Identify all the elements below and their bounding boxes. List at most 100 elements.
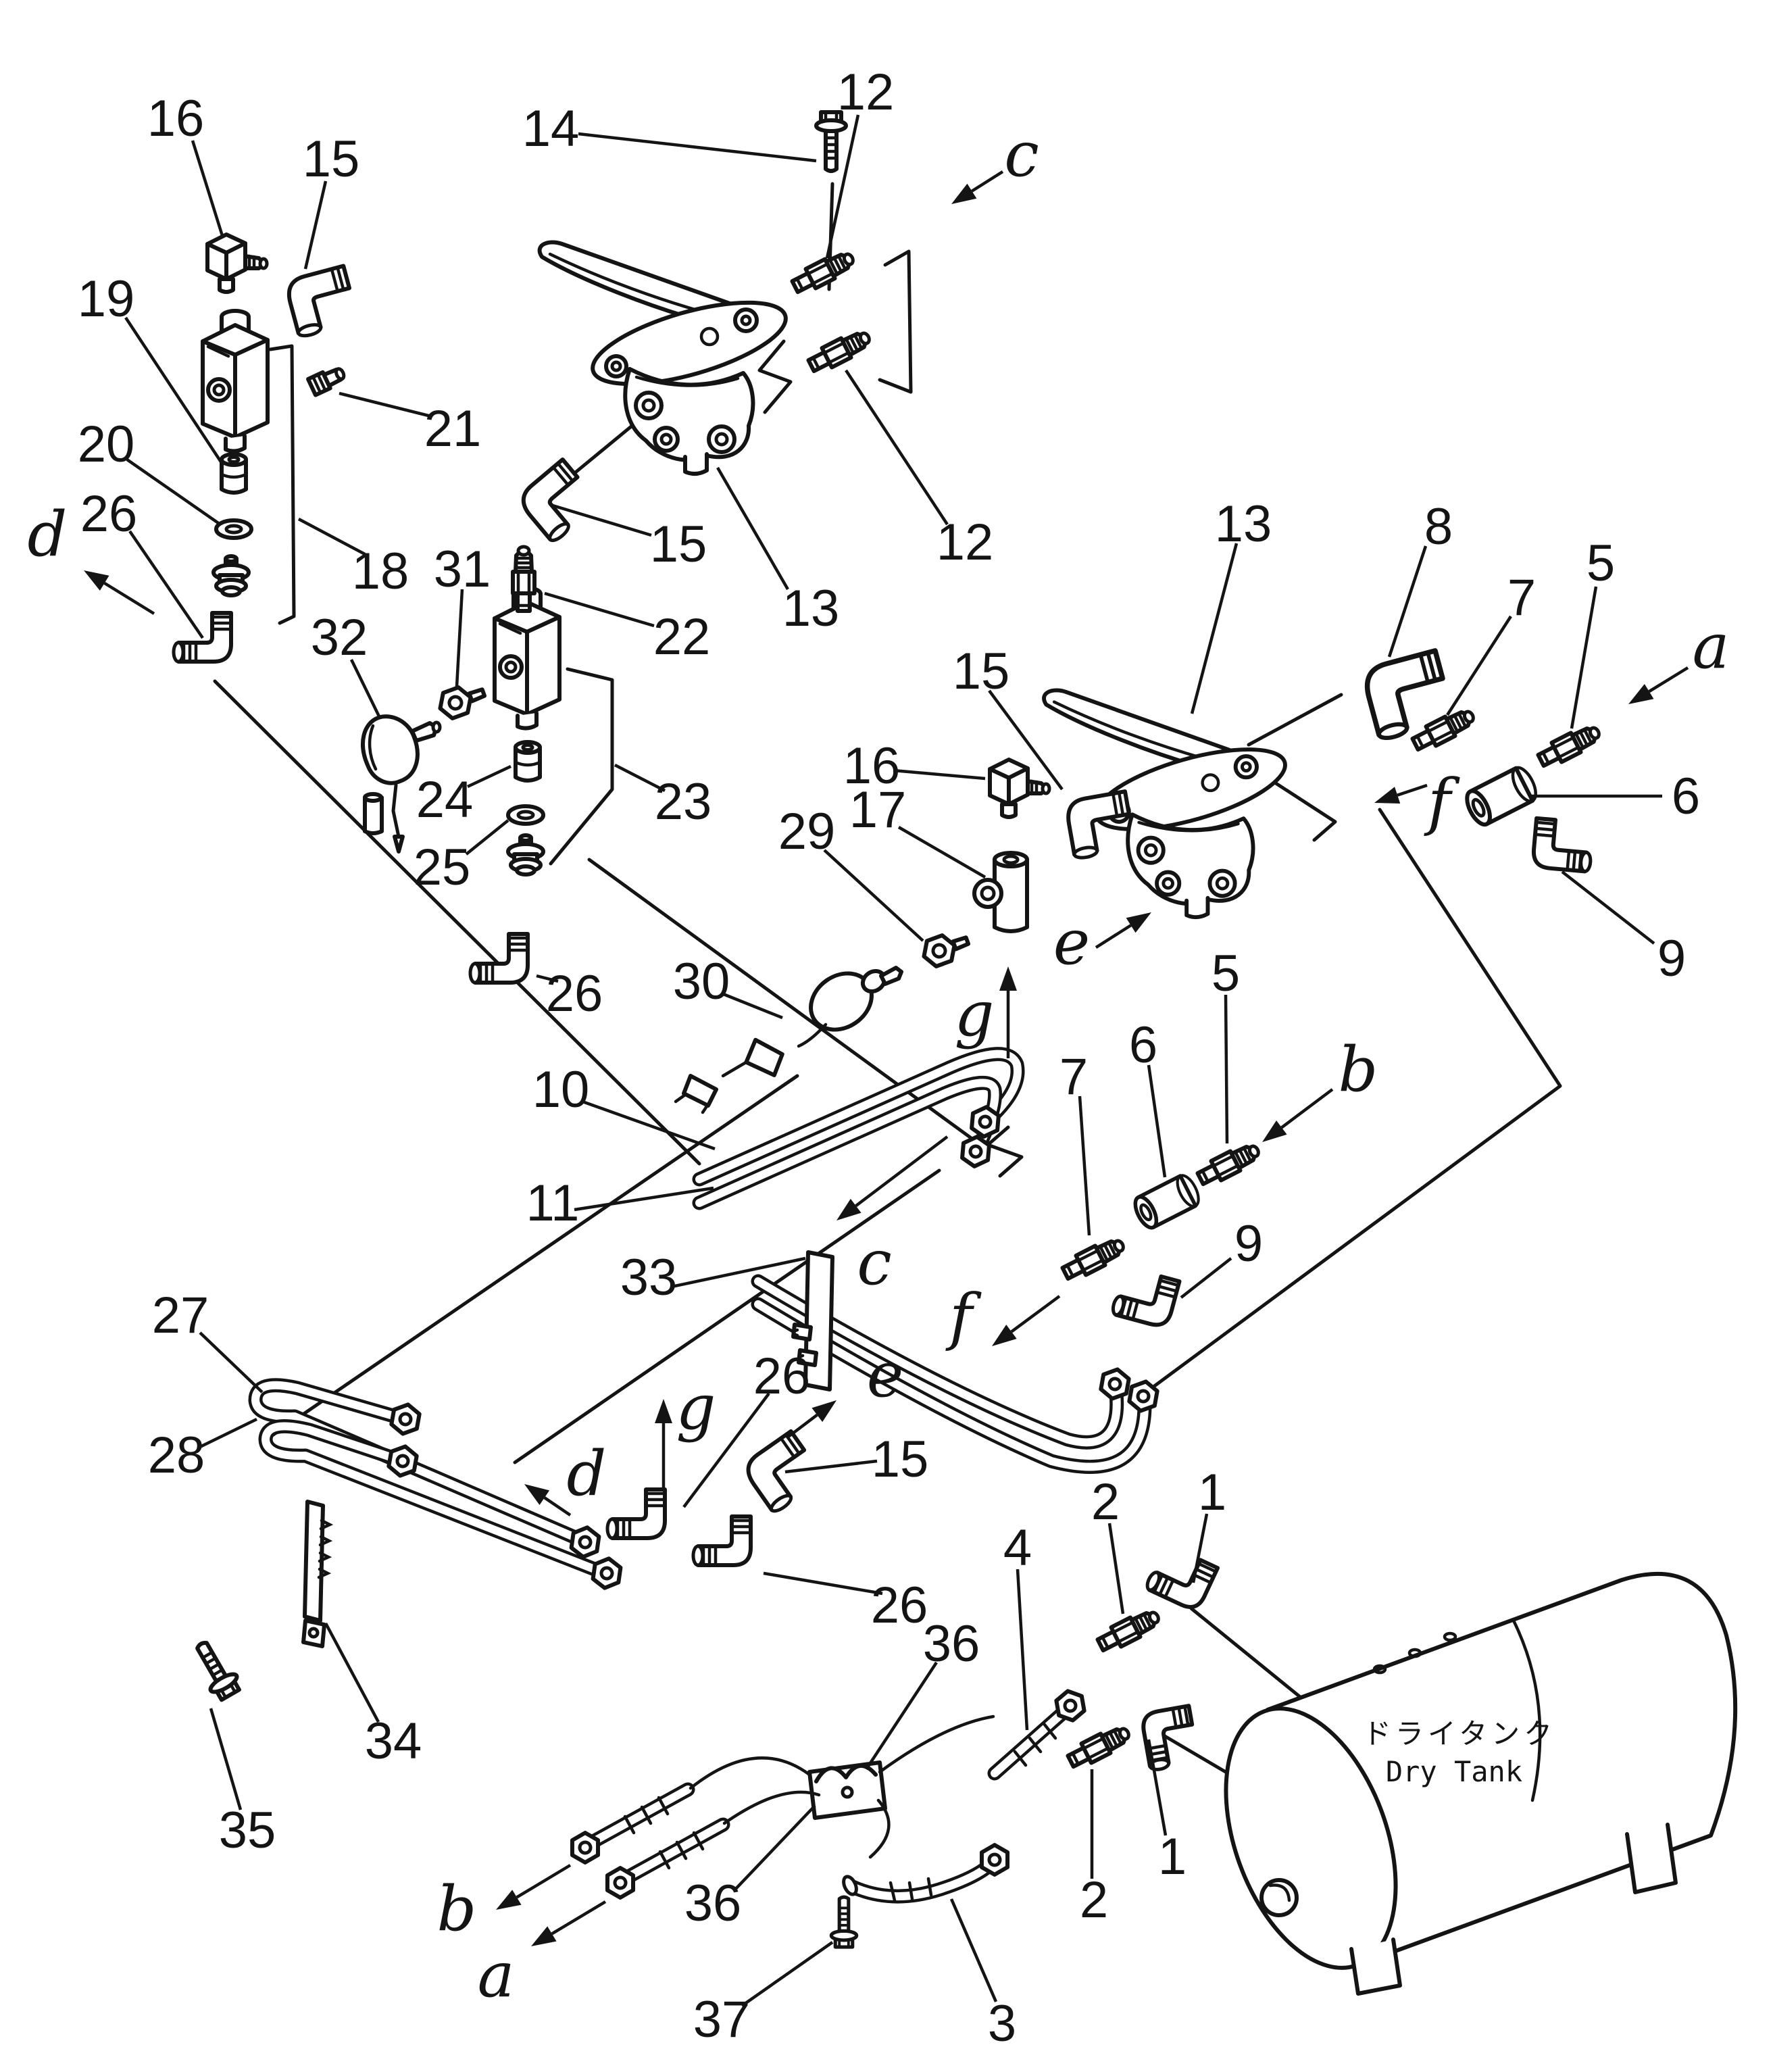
callout-20: 20	[78, 416, 135, 473]
flow-label-f-1: f	[1424, 766, 1460, 838]
flow-arrow-line-b-1	[1280, 1088, 1334, 1129]
leader-16-2	[893, 768, 986, 781]
elbow-9b	[1112, 1266, 1180, 1329]
callout-11: 11	[526, 1175, 580, 1232]
leader-36-2	[732, 1804, 816, 1892]
bracket-33	[791, 1250, 834, 1391]
elbow-9a	[1532, 818, 1594, 872]
elbow-1a	[1145, 1544, 1218, 1612]
fitting-16b	[990, 760, 1049, 817]
hose-3	[842, 1842, 1014, 1904]
elbow-26d	[693, 1516, 751, 1565]
leader-5-1	[1570, 586, 1598, 729]
leader-6-2	[1147, 1064, 1167, 1178]
fitting-7a	[1410, 706, 1477, 754]
flow-label-c-1: c	[1004, 118, 1039, 191]
washer-20	[216, 520, 251, 538]
callout-36-1: 36	[923, 1615, 980, 1673]
callout-26-2: 26	[546, 965, 603, 1022]
tee-fitting-17	[972, 851, 1029, 933]
callout-21: 21	[424, 400, 482, 458]
elbow-26c	[607, 1489, 665, 1538]
flow-arrow-line-a-1	[1648, 666, 1689, 693]
leader-33	[671, 1256, 806, 1289]
flow-label-d-2: d	[567, 1437, 607, 1510]
bolt-37	[831, 1897, 856, 1947]
valve-19	[203, 311, 268, 451]
callout-19: 19	[78, 270, 135, 328]
leader-26-1	[128, 530, 204, 639]
tank-leg-rear	[1625, 1823, 1678, 1894]
flow-label-f-2: f	[945, 1281, 982, 1353]
leader-15-2	[552, 503, 652, 537]
flow-arrowhead-g-1	[999, 966, 1017, 991]
callout-9-2: 9	[1234, 1215, 1263, 1273]
flow-arrowhead-e-1	[1126, 912, 1151, 933]
flow-arrow-line-a-2	[551, 1900, 607, 1935]
callout-6-1: 6	[1672, 768, 1700, 825]
callout-12-2: 12	[937, 514, 994, 571]
callout-15-4: 15	[872, 1431, 929, 1488]
flow-arrowhead-f-1	[1374, 787, 1401, 804]
leader-4	[1016, 1569, 1029, 1731]
leader-10	[582, 1100, 716, 1151]
leader-15-1	[303, 180, 328, 270]
sleeve-6a	[1462, 764, 1540, 828]
flow-arrow-line-d-1	[103, 581, 155, 615]
fitting-22	[513, 547, 534, 611]
callout-2-2: 2	[1080, 1871, 1108, 1929]
callout-9-1: 9	[1657, 930, 1686, 987]
pipe-10-11-lower	[751, 1274, 1162, 1474]
flow-arrowhead-a-1	[1628, 684, 1654, 704]
fitting-7b	[1060, 1235, 1127, 1283]
callout-23: 23	[655, 773, 712, 831]
callout-18: 18	[352, 543, 409, 600]
flow-label-e-2: e	[867, 1339, 903, 1411]
callout-35: 35	[219, 1802, 276, 1859]
flow-arrowhead-e-2	[811, 1400, 836, 1423]
leader-7-2	[1078, 1095, 1091, 1236]
fitting-2b	[1066, 1723, 1132, 1771]
flow-arrowhead-a-2	[531, 1926, 557, 1946]
flow-arrowhead-c-2	[836, 1198, 861, 1220]
leader-21	[339, 391, 432, 418]
callout-6-2: 6	[1129, 1016, 1157, 1074]
leader-31	[455, 589, 464, 687]
callout-26-4: 26	[871, 1577, 928, 1634]
flow-arrow-line-f-2	[1010, 1295, 1061, 1333]
clamp-36	[807, 1760, 887, 1820]
callout-30: 30	[673, 953, 730, 1010]
callout-4: 4	[1003, 1519, 1032, 1577]
leader-23	[614, 763, 666, 793]
callout-25: 25	[414, 839, 471, 896]
leader-35	[209, 1708, 243, 1810]
pedal-valve-1	[540, 242, 794, 474]
bracket-23	[549, 667, 614, 866]
leader-30	[721, 991, 783, 1020]
elbow-15b	[516, 460, 600, 543]
callout-22: 22	[653, 608, 711, 666]
part-19	[222, 454, 246, 493]
leader-9-2	[1180, 1257, 1232, 1299]
callout-1-1: 1	[1198, 1464, 1226, 1521]
leader-5-2	[1224, 994, 1229, 1144]
callout-8: 8	[1424, 498, 1453, 556]
callout-13-1: 13	[782, 580, 840, 637]
fitting-16a	[207, 235, 267, 292]
elbow-26b	[470, 934, 528, 983]
flow-arrow-line-c-2	[855, 1135, 949, 1208]
callout-1-2: 1	[1158, 1828, 1187, 1885]
callout-27: 27	[152, 1287, 209, 1344]
elbow-15a	[284, 266, 358, 337]
leader-37	[741, 1941, 834, 2007]
flow-arrow-line-d-2	[543, 1496, 572, 1516]
leader-8	[1387, 545, 1428, 658]
callout-15-3: 15	[953, 643, 1010, 700]
leader-34	[324, 1622, 380, 1723]
washer-25	[508, 806, 543, 824]
leader-7-1	[1446, 615, 1512, 716]
tank-label-jp: ドライタンク	[1363, 1717, 1556, 1750]
pipe-27-28	[248, 1378, 626, 1591]
leader-12-2	[845, 369, 949, 526]
